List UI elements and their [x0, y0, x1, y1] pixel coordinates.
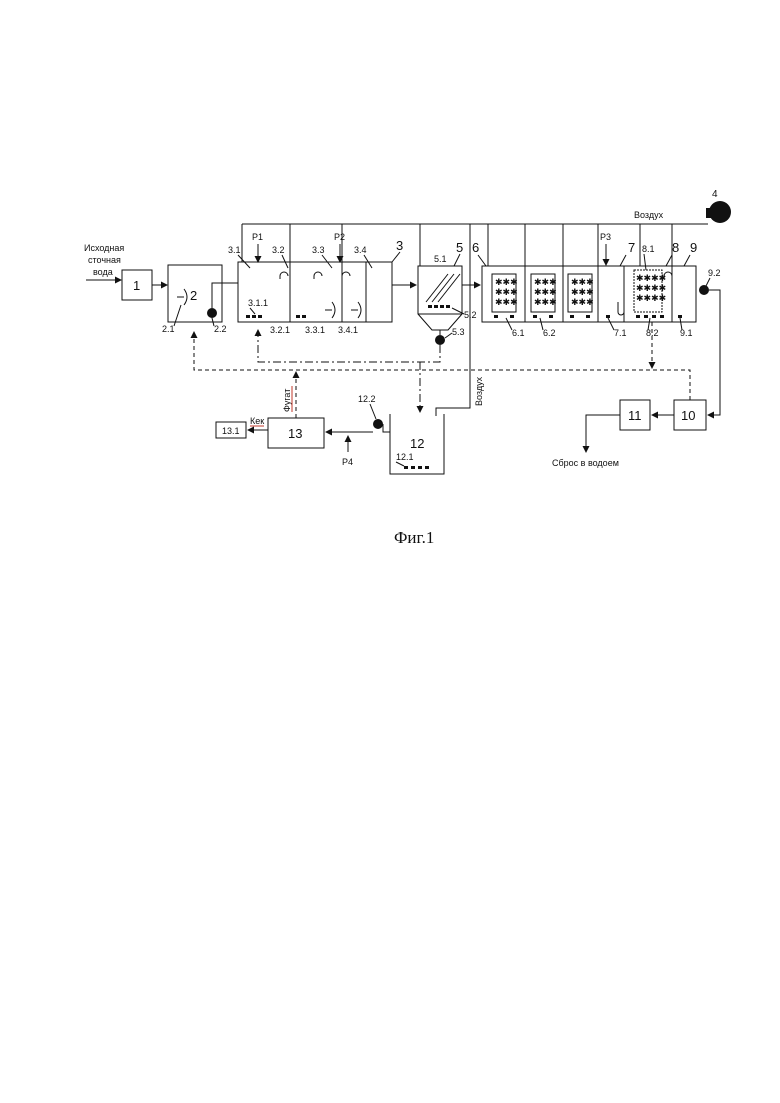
- leader-8: [666, 255, 672, 266]
- label-unit-5: 5: [456, 240, 463, 255]
- label-3-4: 3.4: [354, 245, 367, 255]
- diffuser-12-1-icon: [404, 466, 429, 469]
- unit-5-box: [418, 266, 462, 330]
- svg-text:✱✱✱: ✱✱✱: [534, 277, 557, 287]
- leader-5: [454, 254, 460, 266]
- svg-text:✱✱✱: ✱✱✱: [495, 277, 518, 287]
- label-unit-9: 9: [690, 240, 697, 255]
- label-6-2: 6.2: [543, 328, 556, 338]
- label-air-top: Воздух: [634, 210, 664, 220]
- pipe-9-10: [708, 290, 720, 415]
- leader-3: [392, 252, 400, 262]
- label-reagent-p1: Р1: [252, 232, 263, 242]
- label-unit-11: 11: [628, 408, 642, 423]
- unit-9-box: [672, 266, 696, 322]
- pump-12-2-icon: [373, 419, 383, 429]
- label-unit-1: 1: [133, 278, 140, 293]
- label-3-1-1: 3.1.1: [248, 298, 268, 308]
- label-discharge: Сброс в водоем: [552, 458, 619, 468]
- label-3-2: 3.2: [272, 245, 285, 255]
- label-unit-10: 10: [681, 408, 695, 423]
- unit-3-box: [238, 262, 392, 322]
- svg-text:✱✱✱: ✱✱✱: [534, 297, 557, 307]
- label-reagent-p4: Р4: [342, 457, 353, 467]
- label-5-3: 5.3: [452, 327, 465, 337]
- svg-text:✱✱✱: ✱✱✱: [495, 287, 518, 297]
- label-unit-4: 4: [712, 189, 718, 200]
- air-blower-4: [706, 201, 731, 223]
- label-7-1: 7.1: [614, 328, 627, 338]
- label-unit-3: 3: [396, 238, 403, 253]
- label-3-4-1: 3.4.1: [338, 325, 358, 335]
- label-5-1: 5.1: [434, 254, 447, 264]
- label-input-line2: сточная: [88, 255, 121, 265]
- diffuser-9-1-icon: [678, 315, 682, 318]
- discharge-arrow: [586, 415, 620, 452]
- label-2-2: 2.2: [214, 324, 227, 334]
- diffuser-7-1-icon: [606, 315, 610, 318]
- leader-9-2: [706, 278, 710, 286]
- figure-caption: Фиг.1: [394, 528, 434, 547]
- label-6-1: 6.1: [512, 328, 525, 338]
- label-air-vertical: Воздух: [474, 376, 484, 406]
- label-reagent-p2: Р2: [334, 232, 345, 242]
- leader-9: [684, 255, 690, 266]
- leader-12-2: [370, 404, 376, 419]
- svg-text:✱✱✱✱: ✱✱✱✱: [636, 293, 666, 303]
- label-3-1: 3.1: [228, 245, 241, 255]
- label-unit-7: 7: [628, 240, 635, 255]
- svg-text:✱✱✱✱: ✱✱✱✱: [636, 283, 666, 293]
- pump-2-2-icon: [207, 308, 217, 318]
- label-12-1: 12.1: [396, 452, 414, 462]
- label-kek: Кек: [250, 416, 264, 426]
- label-3-3: 3.3: [312, 245, 325, 255]
- label-12-2: 12.2: [358, 394, 376, 404]
- svg-text:✱✱✱: ✱✱✱: [534, 287, 557, 297]
- pipe-12-pump: [383, 424, 390, 432]
- leader-7: [620, 255, 626, 266]
- leader-12-1: [396, 462, 404, 466]
- label-unit-2: 2: [190, 288, 197, 303]
- svg-text:✱✱✱: ✱✱✱: [571, 277, 594, 287]
- label-2-1: 2.1: [162, 324, 175, 334]
- pump-5-3-icon: [435, 335, 445, 345]
- svg-text:✱✱✱✱: ✱✱✱✱: [636, 273, 666, 283]
- svg-text:✱✱✱: ✱✱✱: [495, 297, 518, 307]
- svg-text:✱✱✱: ✱✱✱: [571, 297, 594, 307]
- unit-7-box: [598, 266, 624, 322]
- label-unit-13: 13: [288, 426, 302, 441]
- label-9-2: 9.2: [708, 268, 721, 278]
- label-reagent-p3: Р3: [600, 232, 611, 242]
- label-3-2-1: 3.2.1: [270, 325, 290, 335]
- label-13-1: 13.1: [222, 426, 240, 436]
- svg-text:✱✱✱: ✱✱✱: [571, 287, 594, 297]
- label-unit-6: 6: [472, 240, 479, 255]
- leader-6: [478, 255, 486, 266]
- diffuser-3-1-1-icon: [246, 315, 262, 318]
- label-input-line3: вода: [93, 267, 113, 277]
- label-3-3-1: 3.3.1: [305, 325, 325, 335]
- label-unit-12: 12: [410, 436, 424, 451]
- label-input-line1: Исходная: [84, 243, 124, 253]
- label-fugat: Фугат: [282, 389, 292, 412]
- leader-5-3: [445, 333, 452, 338]
- pump-9-2-icon: [699, 285, 709, 295]
- label-8-1: 8.1: [642, 244, 655, 254]
- label-unit-8: 8: [672, 240, 679, 255]
